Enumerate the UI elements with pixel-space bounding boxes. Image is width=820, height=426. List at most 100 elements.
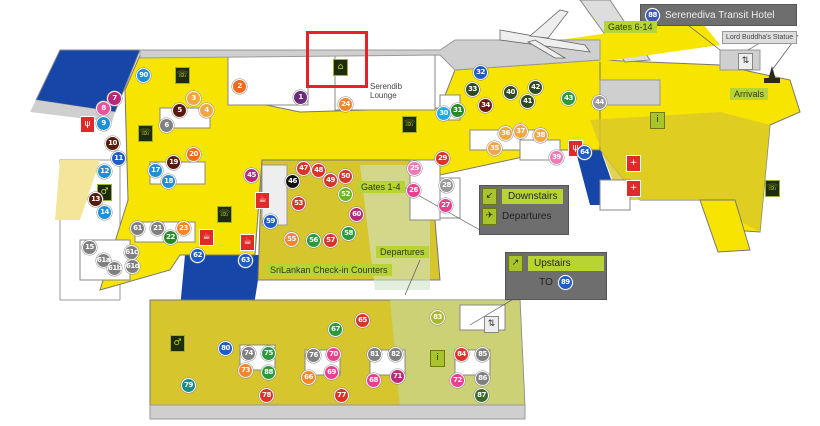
badge[interactable]: 71 (390, 369, 405, 384)
escalator-down-icon: ↙ (482, 188, 497, 205)
badge[interactable]: 83 (430, 310, 445, 325)
badge[interactable]: 3 (186, 91, 201, 106)
badge[interactable]: 5 (172, 103, 187, 118)
badge[interactable]: 30 (436, 106, 451, 121)
badge[interactable]: 68 (366, 373, 381, 388)
badge[interactable]: 52 (338, 187, 353, 202)
badge[interactable]: 79 (181, 378, 196, 393)
badge[interactable]: 77 (334, 388, 349, 403)
badge[interactable]: 69 (324, 365, 339, 380)
badge[interactable]: 81 (367, 347, 382, 362)
badge[interactable]: 13 (88, 192, 103, 207)
badge[interactable]: 75 (261, 346, 276, 361)
badge[interactable]: 1 (293, 90, 308, 105)
badge[interactable]: 36 (498, 126, 513, 141)
badge-89: 89 (557, 275, 573, 290)
badge[interactable]: 72 (450, 373, 465, 388)
badge[interactable]: 43 (561, 91, 576, 106)
badge[interactable]: 33 (465, 82, 480, 97)
badge[interactable]: 48 (311, 163, 326, 178)
badge[interactable]: 24 (338, 97, 353, 112)
badge[interactable]: 17 (148, 163, 163, 178)
badge[interactable]: 22 (163, 230, 178, 245)
badge[interactable]: 46 (285, 174, 300, 189)
badge[interactable]: 61b (107, 261, 122, 276)
badge[interactable]: 44 (592, 95, 607, 110)
badge[interactable]: 55 (284, 232, 299, 247)
badge[interactable]: 35 (487, 141, 502, 156)
badge[interactable]: 18 (161, 174, 176, 189)
badge[interactable]: 65 (355, 313, 370, 328)
badge[interactable]: 19 (166, 155, 181, 170)
badge[interactable]: 6 (159, 118, 174, 133)
badge[interactable]: 45 (244, 168, 259, 183)
badge[interactable]: 74 (241, 346, 256, 361)
badge[interactable]: 53 (291, 196, 306, 211)
badge[interactable]: 38 (533, 128, 548, 143)
badge[interactable]: 40 (503, 85, 518, 100)
badge[interactable]: 61 (130, 221, 145, 236)
smoking-area-icon[interactable]: ⌂ (333, 59, 348, 76)
badge[interactable]: 27 (438, 198, 453, 213)
badge[interactable]: 39 (549, 150, 564, 165)
badge[interactable]: 20 (186, 147, 201, 162)
badge[interactable]: 73 (238, 363, 253, 378)
badge[interactable]: 63 (238, 253, 253, 268)
badge[interactable]: 32 (473, 65, 488, 80)
badge[interactable]: 14 (97, 205, 112, 220)
badge[interactable]: 10 (105, 136, 120, 151)
info-icon: i (650, 112, 665, 129)
badge[interactable]: 25 (407, 161, 422, 176)
badge[interactable]: 56 (306, 233, 321, 248)
restaurant-icon: ψ (80, 116, 95, 133)
badge[interactable]: 78 (259, 388, 274, 403)
badge[interactable]: 49 (323, 173, 338, 188)
badge[interactable]: 57 (323, 233, 338, 248)
badge[interactable]: 8 (96, 101, 111, 116)
phone-icon: ☏ (138, 125, 153, 142)
badge[interactable]: 21 (150, 221, 165, 236)
badge[interactable]: 67 (328, 322, 343, 337)
badge[interactable]: 4 (199, 103, 214, 118)
badge[interactable]: 61d (125, 259, 140, 274)
elevator-icon[interactable]: ⇅ (738, 53, 753, 70)
badge[interactable]: 90 (136, 68, 151, 83)
badge[interactable]: 42 (528, 80, 543, 95)
phone-icon: ☏ (765, 180, 780, 197)
badge[interactable]: 34 (478, 98, 493, 113)
cafe-icon: ☕ (199, 229, 214, 246)
badge[interactable]: 23 (176, 221, 191, 236)
departures-icon: ✈ (482, 208, 497, 225)
badge[interactable]: 15 (82, 240, 97, 255)
badge[interactable]: 58 (341, 226, 356, 241)
badge[interactable]: 26 (406, 183, 421, 198)
badge[interactable]: 80 (218, 341, 233, 356)
badge[interactable]: 41 (520, 94, 535, 109)
badge[interactable]: 28 (439, 178, 454, 193)
badge[interactable]: 66 (301, 370, 316, 385)
badge[interactable]: 11 (111, 151, 126, 166)
badge[interactable]: 87 (474, 388, 489, 403)
badge[interactable]: 37 (513, 124, 528, 139)
badge[interactable]: 86 (475, 371, 490, 386)
badge[interactable]: 60 (349, 207, 364, 222)
badge[interactable]: 84 (454, 347, 469, 362)
badge[interactable]: 64 (577, 145, 592, 160)
badge[interactable]: 62 (190, 248, 205, 263)
badge[interactable]: 31 (450, 103, 465, 118)
badge[interactable]: 12 (97, 164, 112, 179)
badge[interactable]: 29 (435, 151, 450, 166)
badge[interactable]: 2 (232, 79, 247, 94)
badge[interactable]: 70 (326, 347, 341, 362)
badge[interactable]: 88 (261, 365, 276, 380)
badge[interactable]: 59 (263, 214, 278, 229)
badge[interactable]: 7 (107, 91, 122, 106)
badge[interactable]: 9 (96, 116, 111, 131)
elevator-icon[interactable]: ⇅ (484, 316, 499, 333)
badge[interactable]: 76 (306, 348, 321, 363)
badge[interactable]: 82 (388, 347, 403, 362)
badge[interactable]: 85 (475, 347, 490, 362)
badge[interactable]: 61c (124, 245, 139, 260)
badge[interactable]: 50 (338, 169, 353, 184)
badge[interactable]: 47 (296, 161, 311, 176)
